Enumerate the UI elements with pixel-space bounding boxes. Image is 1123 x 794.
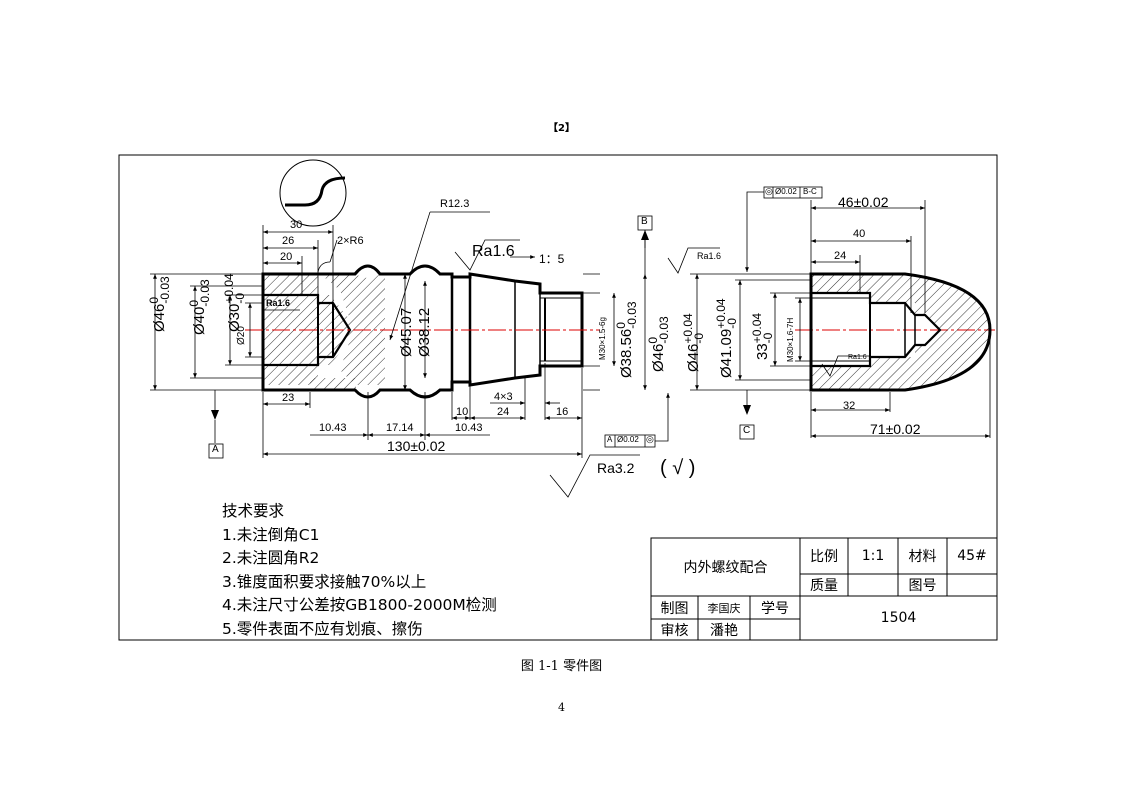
dia-41-09-value: Ø41.09 [717, 328, 735, 378]
dim-46r: 46±0.02 [838, 194, 889, 210]
ra-3-2: Ra3.2 [597, 460, 635, 476]
datum-b: B [641, 216, 648, 227]
tol-left-value: Ø0.02 [617, 435, 639, 444]
dim-4x3: 4×3 [494, 391, 513, 403]
dia-46c-tol: +0.04 -0 [681, 313, 706, 344]
label-2xR6: 2×R6 [337, 235, 364, 247]
material-label: 材料 [908, 549, 937, 565]
part-name: 内外螺纹配合 [683, 560, 768, 576]
dia-46c-value: Ø46 [684, 343, 702, 372]
dia-40-tol: 0 -0.03 [187, 279, 212, 307]
drawn-by: 李国庆 [707, 601, 741, 615]
ra-check: ( √ ) [660, 457, 696, 479]
title-block-frame [650, 537, 998, 641]
dim-24: 24 [497, 406, 510, 418]
dia-38-56: Ø38.560 -0.03 [614, 301, 639, 378]
taper-label: 1：5 [539, 252, 565, 266]
reviewed-by: 潘艳 [710, 622, 738, 639]
scale-value: 1:1 [861, 548, 885, 564]
tol-left-symbol: ◎ [646, 434, 654, 444]
dim-10-43b: 10.43 [455, 422, 483, 434]
dim-17-14: 17.14 [386, 422, 414, 434]
drawing-no-label: 图号 [908, 578, 937, 594]
dia-30: Ø30+0.04 -0 [222, 273, 247, 332]
dia-38-12: Ø38.12 [416, 307, 433, 357]
tol-right-datum: B-C [803, 187, 817, 196]
tech-title: 技术要求 [222, 502, 285, 520]
drawing-frame [118, 154, 998, 641]
tech-item: 5.零件表面不应有划痕、擦伤 [222, 619, 423, 638]
dia-38-56-tol: 0 -0.03 [614, 301, 639, 329]
dia-20: Ø20 [236, 326, 247, 345]
dim-32r: 32 [843, 400, 856, 412]
dim-33-tol: +0.04 -0 [750, 312, 775, 344]
dia-46-tol: 0 -0.03 [147, 276, 172, 304]
dia-40-value: Ø40 [190, 306, 208, 335]
student-no-label: 学号 [761, 600, 789, 617]
tol-left-datum: A [607, 435, 613, 444]
scale-label: 比例 [810, 549, 838, 565]
thread-m30-nut: M30×1.6-7H [786, 317, 795, 362]
tech-item: 4.未注尺寸公差按GB1800-2000M检测 [222, 596, 497, 614]
dim-10: 10 [456, 406, 469, 418]
dia-41-09-tol: +0.04 -0 [714, 298, 739, 329]
dim-10-43a: 10.43 [319, 422, 347, 434]
tech-item: 2.未注圆角R2 [222, 549, 320, 567]
tol-right-value: Ø0.02 [775, 187, 797, 196]
dim-71r: 71±0.02 [870, 421, 921, 437]
dia-41-09: Ø41.09+0.04 -0 [714, 298, 739, 378]
figure-caption: 图 1-1 零件图 [520, 659, 603, 674]
dim-130: 130±0.02 [387, 438, 446, 454]
dim-26: 26 [282, 235, 295, 247]
dim-r12-3: R12.3 [440, 198, 470, 210]
page-number: 4 [558, 701, 565, 714]
dia-46b-tol: 0 -0.03 [646, 316, 671, 344]
dim-20: 20 [280, 251, 293, 263]
dim-23: 23 [282, 392, 295, 404]
dim-30: 30 [290, 219, 303, 231]
figure-tag: 【2】 [548, 123, 575, 134]
tech-item: 3.锥度面积要求接触70%以上 [222, 572, 427, 591]
dia-40: Ø400 -0.03 [187, 279, 212, 335]
datum-a: A [212, 444, 219, 455]
datum-c: C [743, 425, 751, 436]
mass-label: 质量 [810, 578, 838, 594]
material-value: 45# [957, 548, 987, 564]
thread-m30-shaft: M30×1.5-6g [598, 317, 607, 360]
nut-part [809, 272, 992, 392]
dim-33-value: 33 [753, 343, 771, 360]
tech-requirements: 技术要求 1.未注倒角C1 2.未注圆角R2 3.锥度面积要求接触70%以上 4… [222, 500, 497, 641]
reviewed-label: 审核 [660, 622, 689, 639]
dia-46b-value: Ø46 [649, 343, 667, 372]
ra-inner: Ra1.6 [266, 298, 291, 308]
dia-38-56-value: Ø38.56 [617, 328, 635, 378]
drawn-label: 制图 [660, 600, 689, 617]
dia-46: Ø460 -0.03 [147, 276, 172, 332]
dim-33: 33+0.04 -0 [750, 312, 775, 360]
ra-right: Ra1.6 [697, 251, 722, 261]
dia-45-07: Ø45.07 [398, 307, 415, 357]
dim-40r: 40 [853, 228, 866, 240]
ra-nut: Ra1.6 [848, 354, 867, 361]
dia-30-tol: +0.04 -0 [222, 273, 247, 304]
dia-46b: Ø460 -0.03 [646, 316, 671, 372]
dim-16: 16 [556, 406, 569, 418]
tol-right-symbol: ◎ [765, 186, 773, 196]
tech-item: 1.未注倒角C1 [222, 525, 320, 544]
ra-top: Ra1.6 [472, 243, 515, 260]
dim-24r: 24 [834, 250, 847, 262]
dia-46c: Ø46+0.04 -0 [681, 313, 706, 372]
dia-46-value: Ø46 [150, 303, 168, 332]
drawing-number: 1504 [880, 610, 917, 626]
